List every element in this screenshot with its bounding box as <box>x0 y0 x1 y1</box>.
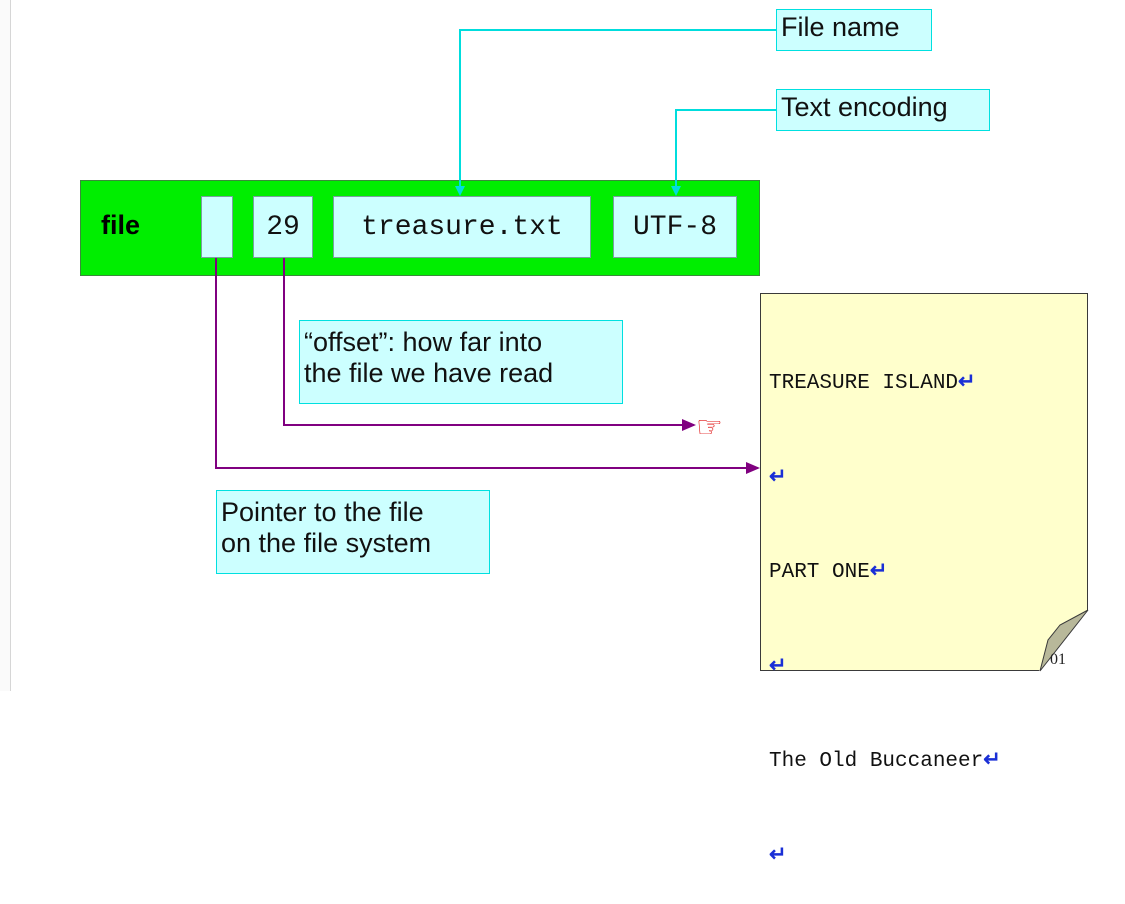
encoding-field: UTF-8 <box>613 196 737 258</box>
slide-edge <box>0 0 11 691</box>
text-file-line: ↵ <box>769 463 1001 495</box>
pointer-field <box>201 196 233 258</box>
offset-field: 29 <box>253 196 313 258</box>
file-name-callout-text: File name <box>781 12 900 42</box>
text-file-line: ↵ <box>769 652 1001 684</box>
text-file-line: ↵ <box>769 841 1001 873</box>
file-pointer-arrow <box>215 258 760 474</box>
text-file-line: PART ONE↵ <box>769 561 888 584</box>
pointing-hand-icon: ☞ <box>696 411 723 444</box>
file-name-callout: File name <box>776 9 932 51</box>
pointer-callout-line-1: Pointer to the file <box>221 497 424 527</box>
offset-callout: “offset”: how far into the file we have … <box>299 320 623 404</box>
text-file-line: The Old Buccaneer↵ <box>769 750 1001 773</box>
text-file-page <box>760 293 1088 671</box>
file-object-label: file <box>101 210 141 240</box>
text-encoding-callout-text: Text encoding <box>781 92 948 122</box>
return-arrow-icon: ↵ <box>958 372 976 395</box>
connector-arrows <box>215 29 776 474</box>
text-encoding-callout: Text encoding <box>776 89 990 131</box>
offset-arrow <box>283 258 696 431</box>
file-name-field: treasure.txt <box>333 196 591 258</box>
return-arrow-icon: ↵ <box>769 844 787 868</box>
text-file-line: TREASURE ISLAND↵ <box>769 372 976 395</box>
page-curl <box>1039 609 1089 672</box>
text-encoding-arrow <box>671 109 776 196</box>
offset-callout-line-1: “offset”: how far into <box>304 327 543 357</box>
return-arrow-icon: ↵ <box>769 655 787 679</box>
return-arrow-icon: ↵ <box>769 466 787 490</box>
return-arrow-icon: ↵ <box>983 750 1001 773</box>
pointer-callout: Pointer to the file on the file system <box>216 490 490 574</box>
pointer-callout-line-2: on the file system <box>221 528 432 558</box>
return-arrow-icon: ↵ <box>869 561 888 584</box>
offset-callout-line-2: the file we have read <box>304 358 554 388</box>
file-name-arrow <box>455 29 776 196</box>
page-number: 01 <box>1050 651 1066 668</box>
